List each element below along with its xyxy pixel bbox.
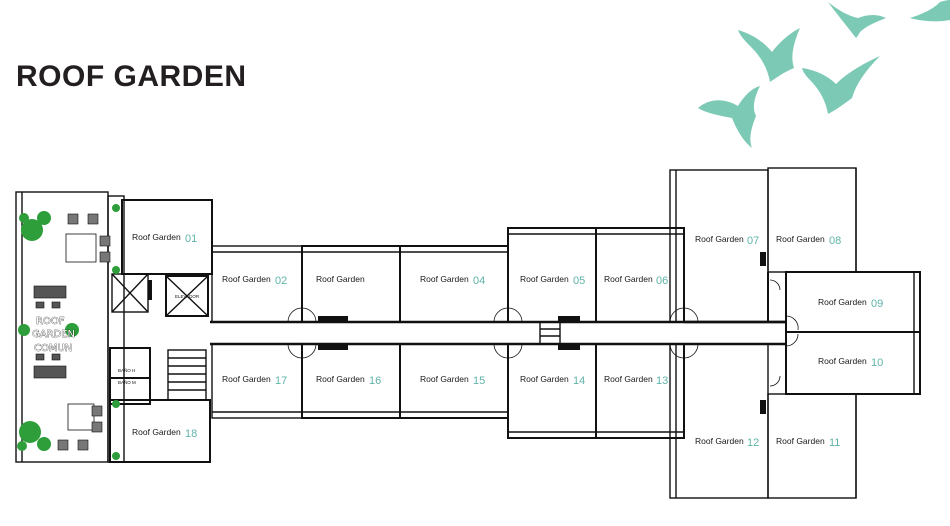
common-area-label-1: ROOF [36,316,65,327]
plant-icon [21,219,43,241]
unit-label-17: Roof Garden [222,374,271,384]
bird-icon [698,86,760,148]
unit-number-18: 18 [185,428,197,440]
plant-icon [18,324,30,336]
unit-number-06: 06 [656,275,668,287]
unit-label-05: Roof Garden [520,274,569,284]
plant-icon [37,211,51,225]
unit-number-11: 11 [829,437,840,449]
plant-icon [112,452,120,460]
bath-label-1: BAÑO H [118,367,135,373]
page-title: ROOF GARDEN [16,60,247,93]
unit-number-15: 15 [473,375,485,387]
unit-number-10: 10 [871,357,883,369]
unit-label-09: Roof Garden [818,297,867,307]
labels: ROOF GARDEN COMUN ELEVADOR BAÑO H BAÑO M… [32,232,884,449]
unit-number-01: 01 [185,233,197,245]
unit-label-01: Roof Garden [132,232,181,242]
unit-label-07: Roof Garden [695,234,744,244]
unit-label-08: Roof Garden [776,234,825,244]
bird-icon [828,2,886,38]
unit-label-02: Roof Garden [222,274,271,284]
plant-icon [37,437,51,451]
bird-icon [802,56,880,114]
plant-icon [112,266,120,274]
plant-icon [19,213,29,223]
plant-icon [65,323,79,337]
unit-number-07: 07 [747,235,759,247]
bird-icon [910,0,950,22]
unit-label-04: Roof Garden [420,274,469,284]
plant-icon [112,204,120,212]
walls [15,167,921,499]
plant-icons [17,204,120,460]
bird-icon [738,28,800,82]
unit-number-12: 12 [747,437,759,449]
unit-label-18: Roof Garden [132,427,181,437]
common-furniture [17,204,120,460]
common-area-label-2: GARDEN [32,329,75,340]
unit-label-15: Roof Garden [420,374,469,384]
wall-markers [148,252,766,414]
unit-label-06: Roof Garden [604,274,653,284]
unit-number-04: 04 [473,275,485,287]
plant-icon [112,400,120,408]
unit-label-12: Roof Garden [695,436,744,446]
unit-label-13: Roof Garden [604,374,653,384]
unit-number-13: 13 [656,375,668,387]
unit-label-16: Roof Garden [316,374,365,384]
bath-label-2: BAÑO M [118,379,136,385]
birds-decoration [698,0,950,148]
unit-number-14: 14 [573,375,585,387]
plant-icon [17,441,27,451]
unit-label-03: Roof Garden [316,274,365,284]
unit-label-11: Roof Garden [776,436,825,446]
unit-number-16: 16 [369,375,381,387]
unit-label-14: Roof Garden [520,374,569,384]
plant-icon [19,421,41,443]
unit-number-02: 02 [275,275,287,287]
unit-number-05: 05 [573,275,585,287]
unit-number-17: 17 [275,375,287,387]
unit-number-08: 08 [829,235,841,247]
elevator-label: ELEVADOR [175,294,200,299]
common-area-label-3: COMUN [34,343,72,354]
unit-label-10: Roof Garden [818,356,867,366]
unit-number-09: 09 [871,298,883,310]
